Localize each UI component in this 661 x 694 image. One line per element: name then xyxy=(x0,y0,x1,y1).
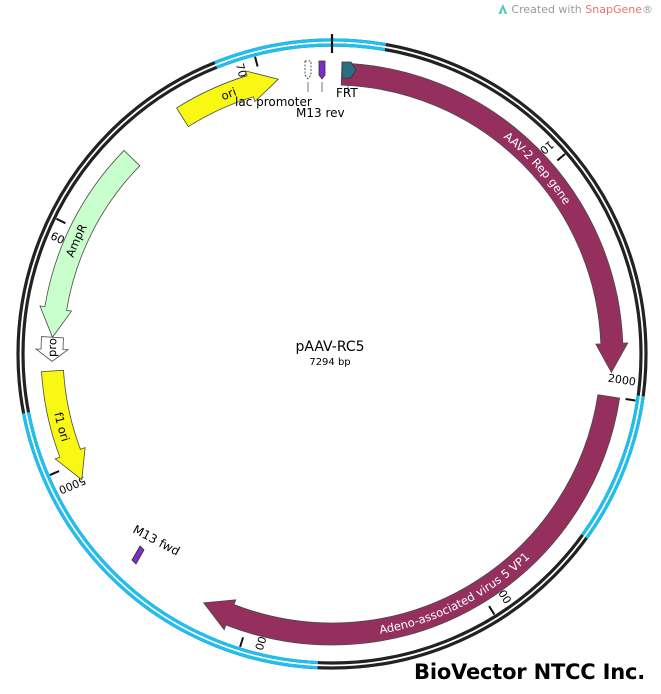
feature-f1ori-arrow xyxy=(41,369,86,481)
small-feature-lac-label: lac promoter xyxy=(235,95,312,109)
feature-ampr_promoter-arrow xyxy=(34,336,70,362)
small-feature-frt-label: FRT xyxy=(336,86,358,100)
tick-mark xyxy=(49,470,60,476)
tick-label: 5000 xyxy=(57,474,88,497)
plasmid-name: pAAV-RC5 xyxy=(295,339,364,355)
small-feature-m13rev-label: M13 rev xyxy=(296,106,345,120)
blue-region-1-strand-1 xyxy=(214,38,387,65)
company-name: BioVector NTCC Inc. xyxy=(414,660,645,684)
watermark-reg: ® xyxy=(642,3,653,16)
plasmid-size: 7294 bp xyxy=(309,357,350,368)
feature-ori-label: ori xyxy=(219,85,238,104)
snapgene-watermark: Created with SnapGene® xyxy=(498,3,653,16)
feature-ampr-arrow xyxy=(39,149,141,339)
blue-region-1-gap xyxy=(215,41,386,66)
tick-label: 2000 xyxy=(607,372,637,389)
blue-region-3-gap xyxy=(25,412,318,666)
feature-ori-label-path: ori xyxy=(219,85,238,104)
tick-mark xyxy=(556,153,566,162)
tick-mark xyxy=(488,605,496,616)
watermark-prefix: Created with xyxy=(511,3,582,16)
blue-region-3-strand-2 xyxy=(26,412,318,665)
feature-rep-arrow xyxy=(340,62,629,374)
backbone-ring xyxy=(16,38,648,670)
blue-region-2-gap xyxy=(583,395,642,537)
feature-vp1-arrow xyxy=(202,394,621,646)
small-feature-lac xyxy=(304,60,312,80)
small-feature-m13fwd xyxy=(131,545,145,565)
tick-mark xyxy=(239,637,245,648)
blue-region-2-strand-2 xyxy=(581,395,640,536)
blue-region-1-strand-2 xyxy=(216,43,386,69)
blue-region-2-strand-1 xyxy=(585,395,645,539)
feature-ori-arrow xyxy=(176,70,280,128)
watermark-brand: SnapGene xyxy=(585,3,642,16)
small-feature-m13rev xyxy=(318,60,326,80)
blue-region-3-strand-1 xyxy=(22,412,318,670)
tick-mark xyxy=(625,397,636,402)
small-feature-frt xyxy=(341,61,357,79)
tick-mark xyxy=(55,217,66,225)
tick-mark xyxy=(254,56,259,67)
